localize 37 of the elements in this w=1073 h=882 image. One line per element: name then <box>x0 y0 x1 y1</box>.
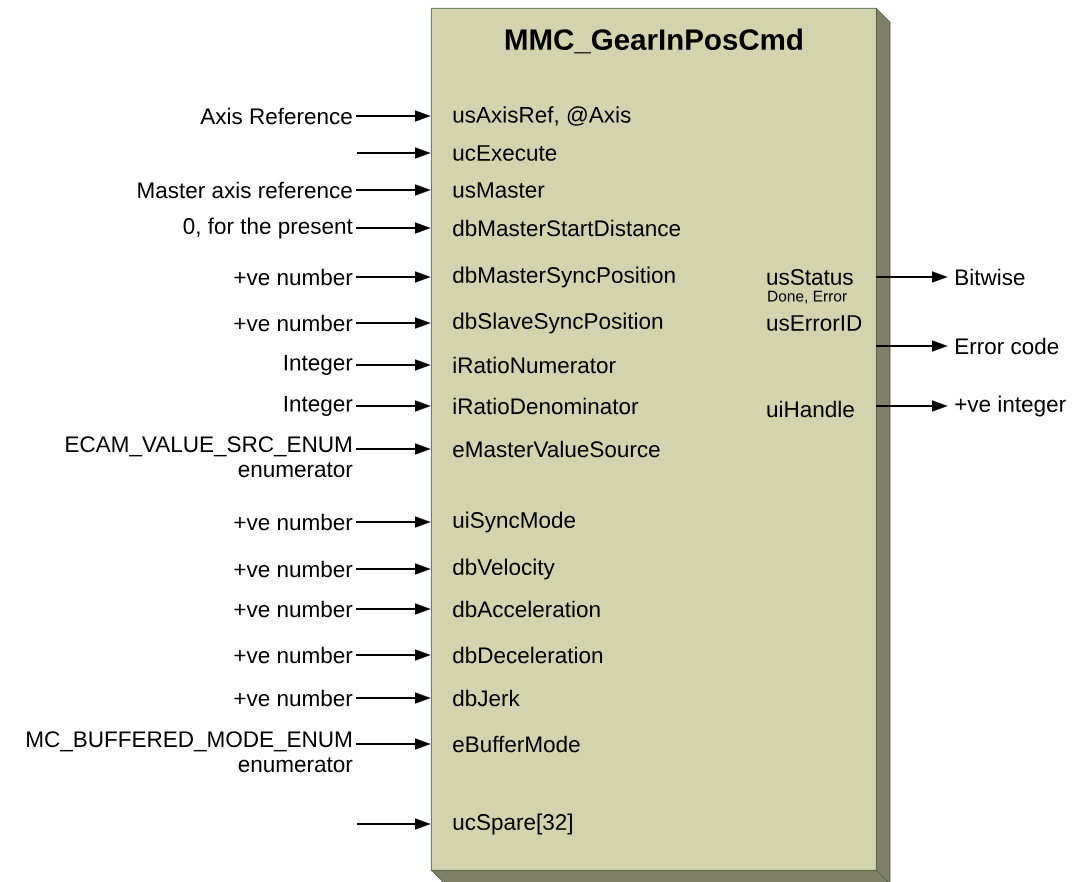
input-label: ECAM_VALUE_SRC_ENUM enumerator <box>66 436 353 478</box>
input-label: +ve number <box>234 646 353 664</box>
port-name: ucExecute <box>453 145 557 161</box>
input-label: +ve number <box>234 689 353 707</box>
port-name: usErrorID <box>767 315 862 331</box>
input-label: +ve number <box>234 513 353 531</box>
output-label: Error code <box>956 337 1059 355</box>
input-label: +ve number <box>234 268 353 286</box>
input-label: Integer <box>284 354 353 376</box>
port-name: dbJerk <box>453 689 520 707</box>
output-label: +ve integer <box>955 395 1066 417</box>
input-label: +ve number <box>234 560 353 578</box>
input-label: Integer <box>284 395 353 417</box>
port-name: eMasterValueSource <box>453 440 660 458</box>
port-name: dbVelocity <box>453 558 555 580</box>
port-name: uiSyncMode <box>453 511 575 533</box>
port-name: usAxisRef, @Axis <box>453 106 631 126</box>
port-name: usStatus <box>767 269 853 285</box>
input-label: +ve number <box>234 600 353 618</box>
input-label: 0, for the present <box>183 217 353 239</box>
port-name: iRatioNumerator <box>453 356 616 374</box>
output-label: Bitwise <box>956 268 1025 286</box>
port-name: usMaster <box>453 182 545 198</box>
port-name: iRatioDenominator <box>453 397 639 415</box>
port-name: dbMasterStartDistance <box>453 219 681 237</box>
port-note: Done, Error <box>768 290 847 304</box>
port-name: uiHandle <box>767 400 854 418</box>
input-label: +ve number <box>234 314 353 332</box>
port-name: dbAcceleration <box>453 600 600 618</box>
input-label: MC_BUFFERED_MODE_ENUM enumerator <box>27 731 353 773</box>
port-name: ucSpare[32] <box>453 813 572 835</box>
port-name: dbDeceleration <box>453 646 603 664</box>
port-name: eBufferMode <box>453 735 580 753</box>
port-name: dbSlaveSyncPosition <box>453 312 663 334</box>
input-label: Axis Reference <box>200 107 352 125</box>
input-label: Master axis reference <box>138 181 352 199</box>
port-name: dbMasterSyncPosition <box>453 266 675 288</box>
